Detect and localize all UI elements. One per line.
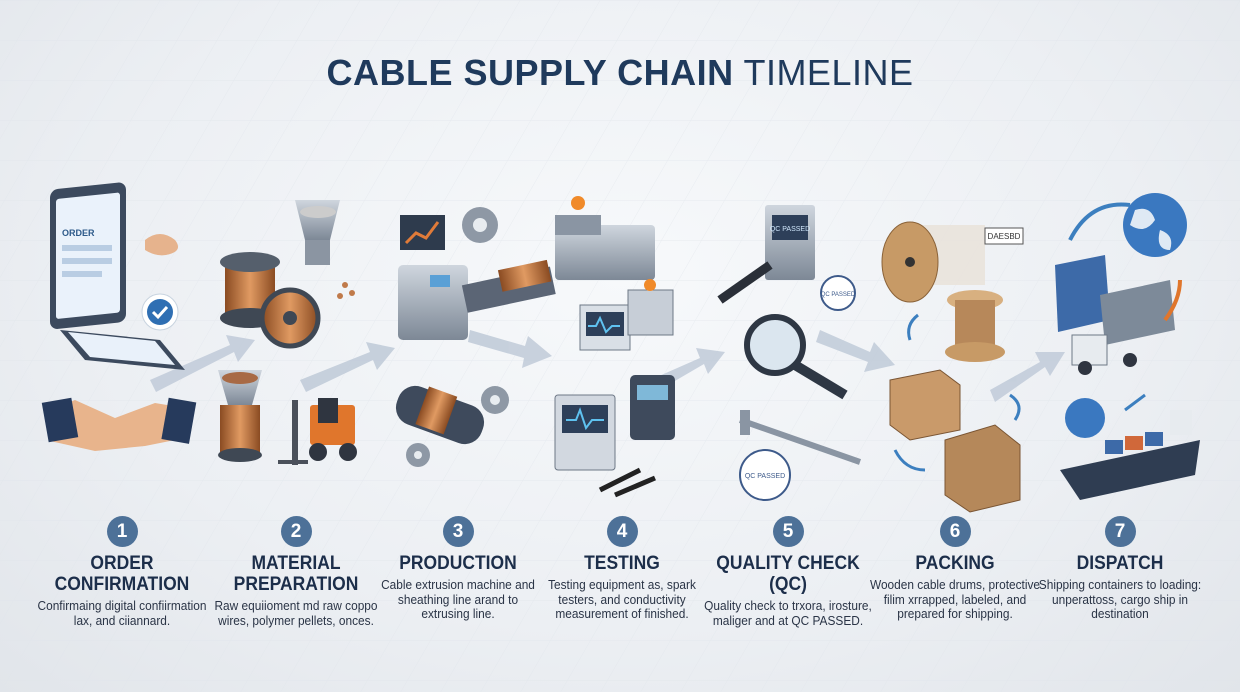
step-title: QUALITY CHECK (QC) — [716, 553, 860, 595]
page-title: CABLE SUPPLY CHAIN TIMELINE — [0, 52, 1240, 94]
arrow-2-3 — [300, 342, 395, 392]
step-testing: 4 TESTING Testing equipment as, spark te… — [532, 516, 712, 622]
step-order-confirmation: 1 ORDER CONFIRMATION Confirmaing digital… — [32, 516, 212, 628]
extrusion-machine-icon — [395, 207, 556, 467]
drum-label: DAESBD — [988, 232, 1021, 241]
step-title: MATERIAL PREPARATION — [233, 553, 359, 595]
step-number-badge: 6 — [939, 516, 971, 547]
title-bold: CABLE SUPPLY CHAIN — [326, 52, 734, 93]
qc-stamp-top-label: QC PASSED — [821, 292, 856, 298]
step-description: Wooden cable drums, protective filim xrr… — [869, 578, 1041, 621]
arrow-6-7 — [990, 352, 1065, 402]
step-description: Shipping containers to loading: unperatt… — [1038, 578, 1202, 621]
step-quality-check: 5 QUALITY CHECK (QC) Quality check to tr… — [698, 516, 878, 628]
step-description: Confirmaing digital confiirmation lax, a… — [37, 599, 207, 628]
magnifier-caliper-icon: QC PASSED QC PASSED QC PASSED — [717, 205, 861, 501]
step-production: 3 PRODUCTION Cable extrusion machine and… — [368, 516, 548, 622]
cable-drum-crate-icon: DAESBD — [881, 221, 1024, 513]
title-light: TIMELINE — [743, 52, 914, 93]
order-screen-label: ORDER — [62, 228, 95, 238]
step-description: Testing equipment as, spark testers, and… — [548, 578, 696, 621]
step-material-preparation: 2 MATERIAL PREPARATION Raw equiioment md… — [206, 516, 386, 628]
step-number-badge: 3 — [442, 516, 474, 547]
step-number-badge: 7 — [1104, 516, 1136, 547]
step-title: PACKING — [915, 553, 995, 574]
step-dispatch: 7 DISPATCH Shipping containers to loadin… — [1030, 516, 1210, 622]
flow-arrows — [150, 330, 1065, 402]
step-title: ORDER CONFIRMATION — [54, 553, 190, 595]
arrow-1-2 — [150, 335, 255, 392]
step-title: TESTING — [584, 553, 660, 574]
step-title: PRODUCTION — [399, 553, 517, 574]
step-title: DISPATCH — [1076, 553, 1164, 574]
step-number-badge: 2 — [280, 516, 312, 547]
step-number-badge: 1 — [106, 516, 138, 547]
copper-spool-forklift-icon — [218, 200, 357, 465]
step-number-badge: 5 — [772, 516, 804, 547]
arrow-3-4 — [468, 330, 552, 368]
truck-ship-globe-icon — [1055, 193, 1200, 500]
test-equipment-icon — [554, 196, 675, 498]
step-description: Raw equiioment md raw coppo wires, polym… — [214, 599, 378, 628]
step-packing: 6 PACKING Wooden cable drums, protective… — [865, 516, 1045, 622]
qc-stamp-bottom-label: QC PASSED — [745, 473, 785, 480]
step-number-badge: 4 — [606, 516, 638, 547]
qc-screen-label: QC PASSED — [770, 226, 810, 233]
tablet-handshake-icon: ORDER — [41, 182, 197, 451]
arrow-5-6 — [816, 330, 895, 372]
step-description: Cable extrusion machine and sheathing li… — [381, 578, 535, 621]
step-description: Quality check to trxora, irosture, malig… — [704, 599, 872, 628]
